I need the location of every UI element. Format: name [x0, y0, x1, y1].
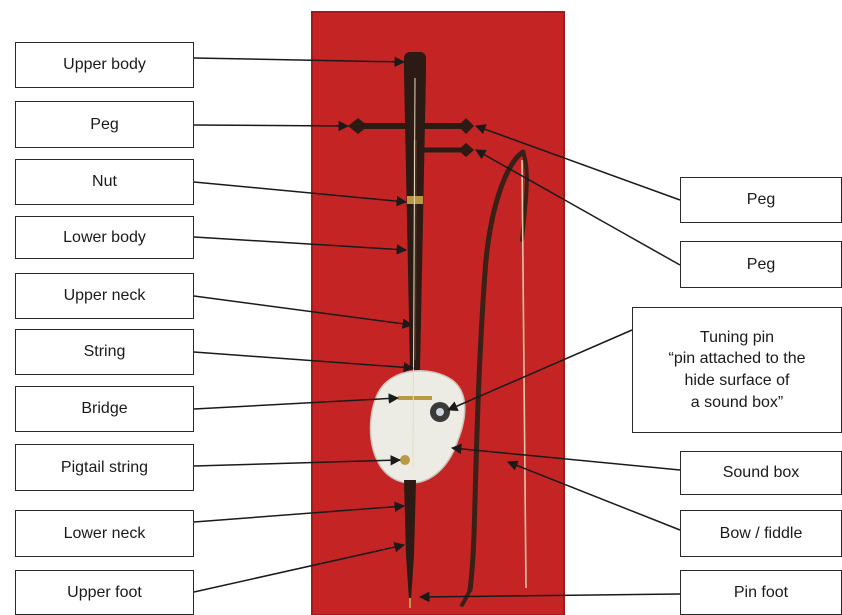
- label-peg-left: Peg: [15, 101, 194, 148]
- label-lower-neck: Lower neck: [15, 510, 194, 557]
- label-lower-body: Lower body: [15, 216, 194, 259]
- label-upper-neck: Upper neck: [15, 273, 194, 319]
- label-sound-box: Sound box: [680, 451, 842, 495]
- label-nut: Nut: [15, 159, 194, 205]
- label-peg-right-lower: Peg: [680, 241, 842, 288]
- nut-band: [407, 196, 423, 204]
- label-string: String: [15, 329, 194, 375]
- label-tuning-pin: Tuning pin “pin attached to the hide sur…: [632, 307, 842, 433]
- bridge-piece: [398, 396, 432, 400]
- label-pin-foot: Pin foot: [680, 570, 842, 615]
- label-bridge: Bridge: [15, 386, 194, 432]
- pigtail-knot: [400, 455, 410, 465]
- label-bow-fiddle: Bow / fiddle: [680, 510, 842, 557]
- label-pigtail-string: Pigtail string: [15, 444, 194, 491]
- label-upper-foot: Upper foot: [15, 570, 194, 615]
- leader-peg-left: [194, 125, 348, 126]
- label-peg-right-upper: Peg: [680, 177, 842, 223]
- label-upper-body: Upper body: [15, 42, 194, 88]
